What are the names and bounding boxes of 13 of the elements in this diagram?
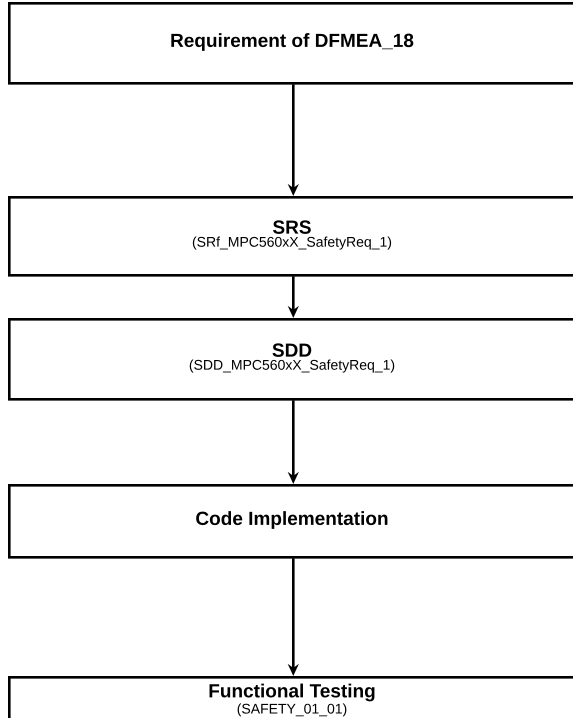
node-label: (SAFETY_01_01)	[238, 703, 346, 716]
node-label: (SRf_MPC560xX_SafetyReq_1)	[192, 236, 392, 250]
process-box	[8, 2, 573, 85]
process-box	[8, 196, 573, 277]
node-label: SRS	[273, 220, 311, 234]
node-label: Requirement of DFMEA_18	[171, 33, 414, 51]
node-label: Functional Testing	[210, 684, 374, 702]
process-box	[8, 484, 573, 559]
process-box	[8, 676, 573, 718]
node-label: SDD	[272, 343, 312, 357]
process-box	[8, 318, 573, 401]
node-label: Code Implementation	[196, 511, 388, 529]
node-label: (SDD_MPC560xX_SafetyReq_1)	[190, 360, 394, 373]
